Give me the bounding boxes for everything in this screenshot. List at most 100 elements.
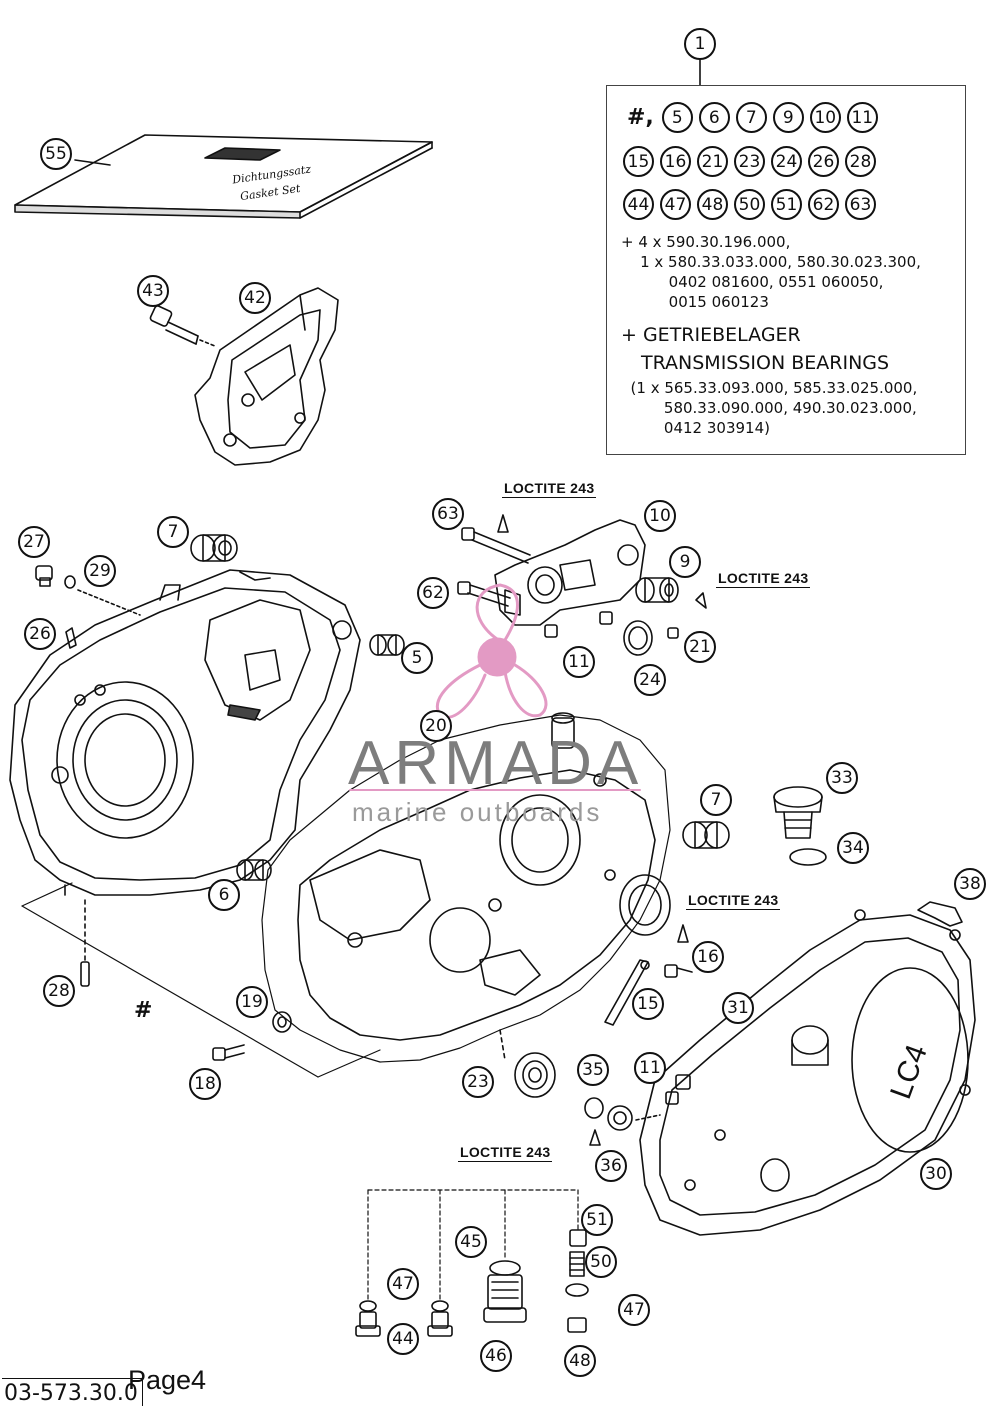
kit-callout: 44: [623, 189, 654, 220]
callout-31: 31: [722, 992, 754, 1024]
callout-11: 11: [563, 646, 595, 678]
dowel-11: [665, 1074, 691, 1105]
kit-hash: #,: [627, 105, 654, 130]
callout-29: 29: [84, 555, 116, 587]
bushing-6: [236, 859, 272, 881]
callout-18: 18: [189, 1068, 221, 1100]
callout-16: 16: [692, 941, 724, 973]
kit-callout: 21: [697, 146, 728, 177]
kit-row-2: 15 16 21 23 24 26 28: [623, 146, 876, 177]
callout-7: 7: [157, 516, 189, 548]
screw-18: [212, 1044, 245, 1061]
callout-48: 48: [564, 1345, 596, 1377]
oil-screen-46: [483, 1260, 527, 1323]
flange-bushing-7a: [190, 534, 238, 562]
engine-bracket: [494, 519, 646, 638]
callout-43: 43: [137, 275, 169, 307]
left-crankcase: [9, 569, 361, 896]
callout-33: 33: [826, 762, 858, 794]
bushing-5: [369, 634, 405, 656]
bearing-23: [514, 1052, 556, 1098]
loctite-label: LOCTITE 243: [502, 480, 597, 498]
plug-26: [65, 627, 77, 649]
guide-15: [604, 959, 650, 1026]
kit-callout: 9: [772, 102, 804, 133]
clutch-cover: [639, 909, 976, 1236]
callout-5: 5: [401, 642, 433, 674]
callout-20: 20: [420, 710, 452, 742]
callout-42: 42: [239, 282, 271, 314]
needle-bearing-9: [635, 577, 679, 603]
loctite-drop-1: [497, 514, 509, 533]
callout-63: 63: [432, 498, 464, 530]
callout-6: 6: [208, 879, 240, 911]
screw-27: [35, 565, 141, 616]
flange-bushing-7b: [682, 821, 730, 849]
kit-callout: 63: [845, 189, 876, 220]
kit-callout: 26: [808, 146, 839, 177]
seal-36: [589, 1105, 633, 1146]
callout-24: 24: [634, 664, 666, 696]
callout-44: 44: [387, 1323, 419, 1355]
kit-callout: 5: [661, 102, 693, 133]
plug-51-spring-50: [565, 1229, 589, 1333]
kit-part-numbers-1: + 4 x 590.30.196.000, 1 x 580.33.033.000…: [621, 233, 921, 311]
kit-callout: 6: [698, 102, 730, 133]
callout-45: 45: [455, 1226, 487, 1258]
bolt-63: [461, 527, 531, 564]
hash-bracket: [21, 882, 381, 1078]
callout-28: 28: [43, 975, 75, 1007]
clip-38: [917, 901, 963, 927]
kit-callout: 16: [660, 146, 691, 177]
o-ring-35: [584, 1097, 604, 1119]
bolt-62: [457, 581, 511, 607]
callout-38: 38: [954, 868, 986, 900]
kit-callout: 62: [808, 189, 839, 220]
callout-27: 27: [18, 526, 50, 558]
kit-part-numbers-2: (1 x 565.33.093.000, 585.33.025.000, 580…: [630, 379, 918, 437]
kit-callout: 10: [809, 102, 841, 133]
sprocket-cover: [194, 287, 339, 466]
kit-bearings-line1: + GETRIEBELAGER: [621, 324, 801, 346]
callout-1: 1: [684, 28, 716, 60]
callout-47: 47: [618, 1294, 650, 1326]
loctite-label: LOCTITE 243: [686, 892, 781, 910]
kit-callout: 23: [734, 146, 765, 177]
drain-screw-44a: [355, 1300, 381, 1337]
drawing-code: 03-573.30.0: [2, 1378, 143, 1406]
callout-55: 55: [40, 138, 72, 170]
callout-15: 15: [632, 988, 664, 1020]
callout-10: 10: [644, 500, 676, 532]
callout-47: 47: [387, 1268, 419, 1300]
kit-callout: 48: [697, 189, 728, 220]
callout-62: 62: [417, 577, 449, 609]
callout-19: 19: [236, 986, 268, 1018]
o-ring-34: [789, 848, 827, 866]
callout-35: 35: [577, 1054, 609, 1086]
seal-ring-24: [623, 620, 653, 656]
dowel-21: [667, 592, 707, 639]
kit-row-1: #, 5 6 7 9 10 11: [627, 102, 878, 133]
callout-34: 34: [837, 832, 869, 864]
washer-19: [272, 1011, 292, 1033]
page-label: Page4: [128, 1365, 207, 1395]
oil-filler-cap-33: [773, 786, 823, 839]
kit-callout: 11: [846, 102, 878, 133]
kit-bearings-line2: TRANSMISSION BEARINGS: [641, 352, 890, 374]
callout-21: 21: [684, 631, 716, 663]
kit-contents-box: #, 5 6 7 9 10 11 15 16 21 23 24 26 28 44…: [606, 85, 966, 455]
watermark-subtitle: marine outboards: [352, 797, 603, 827]
kit-callout: 47: [660, 189, 691, 220]
kit-callout: 50: [734, 189, 765, 220]
callout-11: 11: [634, 1052, 666, 1084]
bolt-43: [149, 305, 216, 347]
callout-7: 7: [700, 784, 732, 816]
kit-callout: 28: [845, 146, 876, 177]
callout-9: 9: [669, 546, 701, 578]
right-crankcase: [261, 712, 671, 1063]
callout-26: 26: [24, 618, 56, 650]
callout-51: 51: [581, 1204, 613, 1236]
kit-row-3: 44 47 48 50 51 62 63: [623, 189, 876, 220]
